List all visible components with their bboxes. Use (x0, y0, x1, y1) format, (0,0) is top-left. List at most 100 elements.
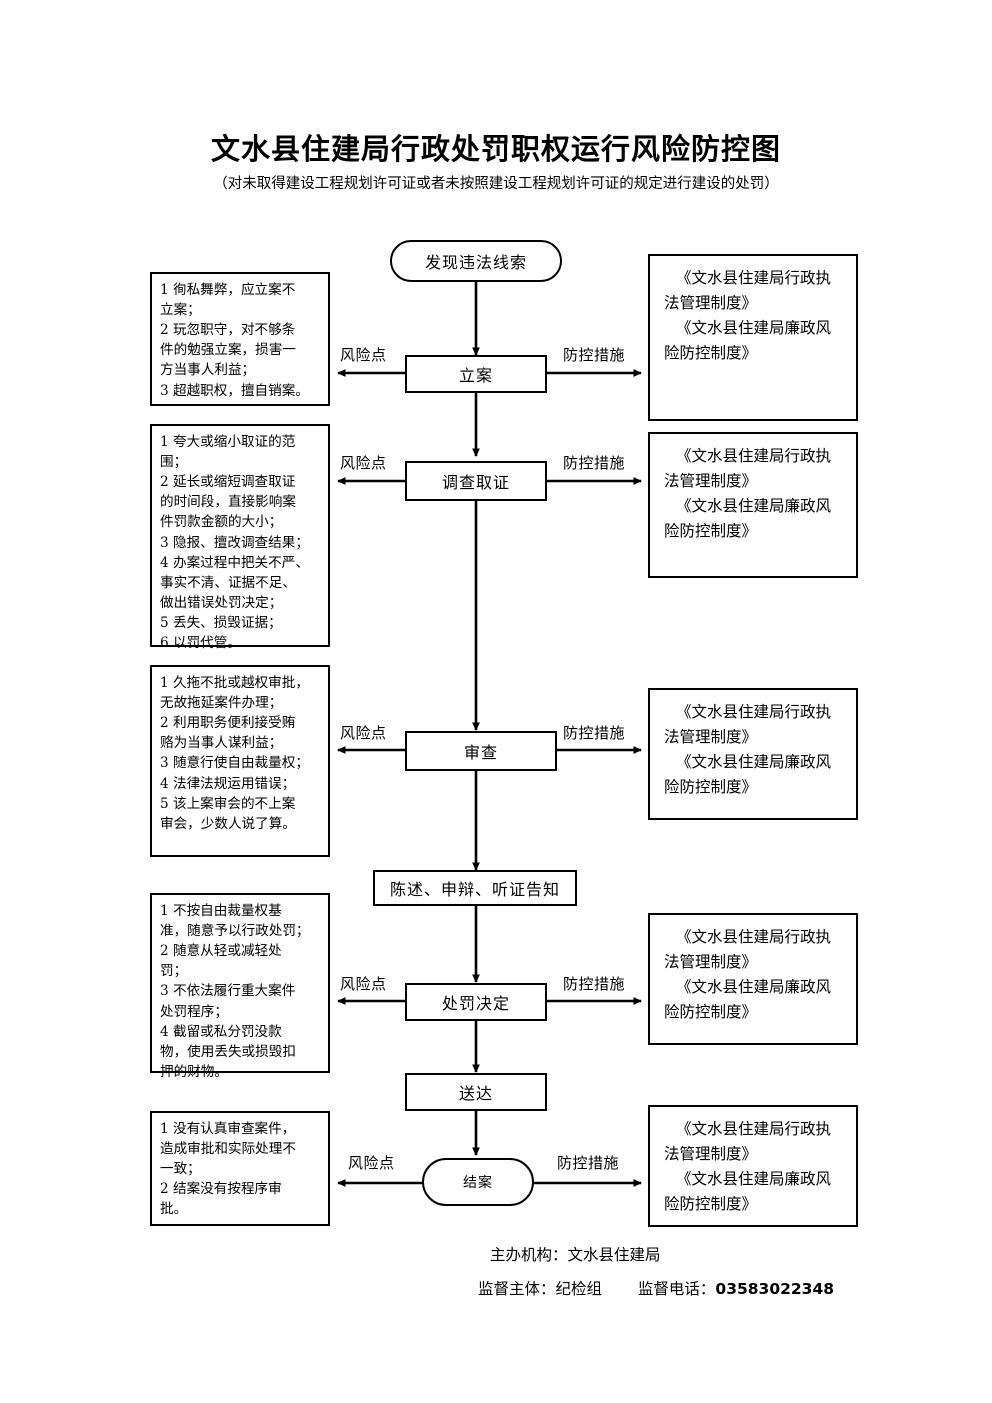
flow-node-review[interactable]: 审查 (405, 731, 557, 771)
risk-line: 无故拖延案件办理； (160, 695, 283, 712)
risk-line: 6 以罚代管。 (160, 635, 241, 652)
control-line: 险防控制度》 (664, 522, 758, 541)
control-line: 《文水县住建局行政执 (676, 928, 832, 946)
connector-label-control-filing: 防控措施 (563, 346, 626, 364)
control-box-decision: 《文水县住建局行政执 法管理制度》 《文水县住建局廉政风 险防控制度》 (648, 913, 858, 1045)
risk-box-review: 1 久拖不批或越权审批， 无故拖延案件办理； 2 利用职务便利接受贿 赂为当事人… (150, 665, 330, 857)
connector-label-control-close: 防控措施 (557, 1154, 620, 1172)
flow-node-notice[interactable]: 陈述、申辩、听证告知 (373, 870, 577, 906)
footer-supervision-row: 监督主体：纪检组 监督电话：03583022348 (0, 1277, 992, 1299)
risk-line: 批。 (160, 1201, 188, 1218)
footer-phone-label: 监督电话： (637, 1280, 716, 1298)
control-line: 《文水县住建局行政执 (676, 1120, 832, 1138)
risk-line: 2 延长或缩短调查取证 (160, 474, 296, 491)
control-line: 险防控制度》 (664, 1195, 758, 1214)
flow-node-discover-label: 发现违法线索 (424, 253, 527, 272)
control-line: 《文水县住建局行政执 (676, 703, 832, 721)
control-box-close: 《文水县住建局行政执 法管理制度》 《文水县住建局廉政风 险防控制度》 (648, 1105, 858, 1227)
risk-line: 一致； (160, 1161, 201, 1178)
flow-node-filing-label: 立案 (458, 366, 493, 385)
risk-line: 处罚程序； (160, 1003, 228, 1020)
risk-line: 押的财物。 (160, 1063, 228, 1080)
connector-label-control-review: 防控措施 (563, 724, 626, 742)
footer-organizer: 主办机构：文水县住建局 (490, 1246, 661, 1264)
flow-node-evidence[interactable]: 调查取证 (405, 461, 547, 501)
risk-line: 的时间段，直接影响案 (160, 494, 296, 511)
control-line: 《文水县住建局行政执 (676, 269, 832, 287)
flow-node-discover[interactable]: 发现违法线索 (390, 240, 562, 282)
risk-line: 立案； (160, 302, 201, 319)
risk-box-evidence: 1 夸大或缩小取证的范 围； 2 延长或缩短调查取证 的时间段，直接影响案 件罚… (150, 424, 330, 651)
risk-line: 5 丢失、损毁证据； (160, 614, 282, 631)
risk-line: 造成审批和实际处理不 (160, 1141, 296, 1158)
control-box-evidence: 《文水县住建局行政执 法管理制度》 《文水县住建局廉政风 险防控制度》 (648, 432, 858, 578)
control-line: 《文水县住建局行政执 (676, 447, 832, 465)
risk-line: 1 没有认真审查案件， (160, 1121, 296, 1137)
connector-label-risk-decision: 风险点 (340, 975, 387, 993)
connector-label-risk-review: 风险点 (340, 724, 387, 742)
control-line: 法管理制度》 (664, 953, 758, 972)
risk-line: 物，使用丢失或损毁扣 (160, 1043, 296, 1060)
control-line: 险防控制度》 (664, 778, 758, 797)
control-line: 《文水县住建局廉政风 (676, 319, 832, 338)
risk-line: 方当事人利益； (160, 362, 256, 379)
control-line: 《文水县住建局廉政风 (676, 1170, 832, 1189)
footer: 主办机构：文水县住建局 监督主体：纪检组 监督电话：03583022348 (0, 1243, 992, 1299)
footer-supervisor: 监督主体：纪检组 (478, 1280, 603, 1298)
connector-label-risk-evidence: 风险点 (340, 454, 387, 472)
risk-line: 3 隐报、擅改调查结果； (160, 534, 309, 551)
risk-line: 准，随意予以行政处罚； (160, 923, 310, 940)
risk-line: 审会，少数人说了算。 (160, 815, 296, 832)
footer-phone-number: 03583022348 (715, 1280, 835, 1298)
control-line: 《文水县住建局廉政风 (676, 978, 832, 997)
flow-node-close[interactable]: 结案 (422, 1158, 534, 1206)
risk-line: 罚； (160, 963, 188, 980)
flow-node-review-label: 审查 (463, 743, 498, 762)
risk-line: 5 该上案审会的不上案 (160, 795, 296, 812)
control-box-filing: 《文水县住建局行政执 法管理制度》 《文水县住建局廉政风 险防控制度》 (648, 254, 858, 421)
flow-node-evidence-label: 调查取证 (441, 473, 510, 492)
risk-line: 1 夸大或缩小取证的范 (160, 434, 296, 450)
flow-node-decision[interactable]: 处罚决定 (405, 983, 547, 1021)
risk-line: 件的勉强立案，损害一 (160, 342, 296, 359)
control-line: 法管理制度》 (664, 728, 758, 747)
risk-line: 围； (160, 454, 188, 471)
risk-box-close: 1 没有认真审查案件， 造成审批和实际处理不 一致； 2 结案没有按程序审 批。 (150, 1111, 330, 1226)
flow-node-decision-label: 处罚决定 (441, 994, 510, 1013)
control-line: 《文水县住建局廉政风 (676, 497, 832, 516)
risk-box-filing: 1 徇私舞弊，应立案不 立案； 2 玩忽职守，对不够条 件的勉强立案，损害一 方… (150, 272, 330, 406)
risk-line: 2 玩忽职守，对不够条 (160, 322, 296, 339)
flow-node-serve-label: 送达 (458, 1084, 493, 1103)
risk-line: 3 不依法履行重大案件 (160, 983, 296, 1000)
risk-line: 1 久拖不批或越权审批， (160, 675, 309, 691)
risk-box-decision: 1 不按自由裁量权基 准，随意予以行政处罚； 2 随意从轻或减轻处 罚； 3 不… (150, 893, 330, 1080)
flow-node-filing[interactable]: 立案 (405, 355, 547, 393)
control-line: 《文水县住建局廉政风 (676, 753, 832, 772)
connector-label-risk-close: 风险点 (348, 1154, 395, 1172)
risk-line: 1 不按自由裁量权基 (160, 903, 282, 919)
control-line: 险防控制度》 (664, 1003, 758, 1022)
risk-line: 4 办案过程中把关不严、 (160, 554, 309, 571)
risk-line: 3 超越职权，擅自销案。 (160, 382, 309, 399)
risk-line: 事实不清、证据不足、 (160, 574, 296, 591)
risk-line: 赂为当事人谋利益； (160, 735, 283, 752)
risk-line: 件罚款金额的大小； (160, 514, 283, 531)
risk-line: 2 结案没有按程序审 (160, 1181, 282, 1198)
page-subtitle: （对未取得建设工程规划许可证或者未按照建设工程规划许可证的规定进行建设的处罚） (213, 176, 779, 192)
flow-node-notice-label: 陈述、申辩、听证告知 (389, 880, 560, 899)
risk-line: 4 截留或私分罚没款 (160, 1023, 282, 1040)
control-box-review: 《文水县住建局行政执 法管理制度》 《文水县住建局廉政风 险防控制度》 (648, 688, 858, 820)
control-line: 险防控制度》 (664, 344, 758, 363)
flow-node-serve[interactable]: 送达 (405, 1073, 547, 1111)
control-line: 法管理制度》 (664, 1145, 758, 1164)
connector-label-control-evidence: 防控措施 (563, 454, 626, 472)
risk-line: 4 法律法规运用错误； (160, 775, 296, 792)
connector-label-risk-filing: 风险点 (340, 346, 387, 364)
page-title: 文水县住建局行政处罚职权运行风险防控图 (210, 132, 781, 166)
risk-line: 2 利用职务便利接受贿 (160, 715, 296, 732)
risk-line: 做出错误处罚决定； (160, 594, 283, 611)
risk-line: 3 随意行使自由裁量权； (160, 755, 309, 772)
flow-node-close-label: 结案 (463, 1175, 493, 1191)
